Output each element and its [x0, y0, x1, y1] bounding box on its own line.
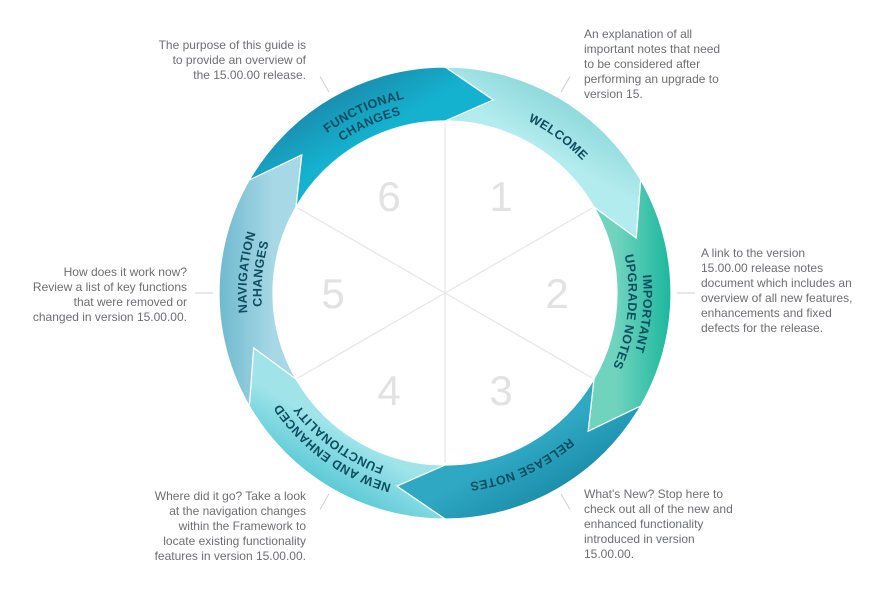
note-new-and-enhanced-functionality: What's New? Stop here to check out all o… — [584, 487, 754, 562]
note-line: changed in version 15.00.00. — [32, 310, 187, 324]
note-line: at the navigation changes — [169, 504, 306, 518]
divider-line — [297, 292, 446, 379]
note-line: Where did it go? Take a look — [154, 489, 306, 503]
note-line: How does it work now? — [63, 265, 187, 279]
note-line: Review a list of key functions — [32, 280, 187, 294]
segment-number-2: 2 — [545, 270, 568, 317]
note-line: features in version 15.00.00. — [154, 549, 306, 563]
segment-numbers: 1 2 3 4 5 6 — [321, 173, 568, 414]
segment-number-5: 5 — [321, 270, 344, 317]
divider-line — [444, 292, 593, 379]
divider-line — [444, 207, 593, 294]
note-line: within the Framework to — [178, 519, 306, 533]
ring-segment-6 — [247, 66, 495, 208]
segment-number-6: 6 — [377, 173, 400, 220]
note-line: the 15.00.00 release. — [193, 68, 306, 82]
note-line: enhancements and fixed — [701, 306, 832, 320]
leader-line — [560, 493, 571, 510]
note-navigation-changes: Where did it go? Take a look at the navi… — [130, 489, 306, 564]
note-line: A link to the version — [701, 246, 806, 260]
segment-number-1: 1 — [489, 173, 512, 220]
note-line: check out all of the new and — [584, 502, 733, 516]
note-line: defects for the release. — [701, 321, 824, 335]
note-functional-changes: How does it work now? Review a list of k… — [20, 265, 187, 325]
note-line: document which includes an — [701, 276, 852, 290]
divider-lines — [297, 123, 593, 463]
note-release-notes: A link to the version 15.00.00 release n… — [701, 246, 871, 336]
note-line: to provide an overview of — [172, 53, 306, 67]
note-important-upgrade-notes: An explanation of all important notes th… — [584, 27, 754, 102]
note-line: An explanation of all — [584, 27, 693, 41]
note-welcome: The purpose of this guide is to provide … — [120, 38, 306, 83]
note-line: The purpose of this guide is — [158, 38, 306, 52]
leader-line — [319, 493, 330, 510]
note-line: What's New? Stop here to — [584, 487, 724, 501]
leader-line — [319, 76, 330, 93]
note-line: version 15. — [584, 87, 643, 101]
note-line: enhanced functionality — [584, 517, 704, 531]
segment-number-3: 3 — [489, 367, 512, 414]
note-line: locate existing functionality — [163, 534, 306, 548]
note-line: overview of all new features, — [701, 291, 853, 305]
note-line: 15.00.00 release notes — [701, 261, 824, 275]
divider-line — [297, 207, 446, 294]
note-line: important notes that need — [584, 42, 721, 56]
note-line: that were removed or — [73, 295, 187, 309]
note-line: performing an upgrade to — [584, 72, 719, 86]
note-line: to be considered after — [584, 57, 701, 71]
note-line: introduced in version — [584, 532, 695, 546]
segment-number-4: 4 — [377, 367, 400, 414]
note-line: 15.00.00. — [584, 547, 635, 561]
leader-line — [560, 76, 571, 93]
ring-segments — [218, 66, 672, 520]
leader-lines — [195, 76, 695, 510]
